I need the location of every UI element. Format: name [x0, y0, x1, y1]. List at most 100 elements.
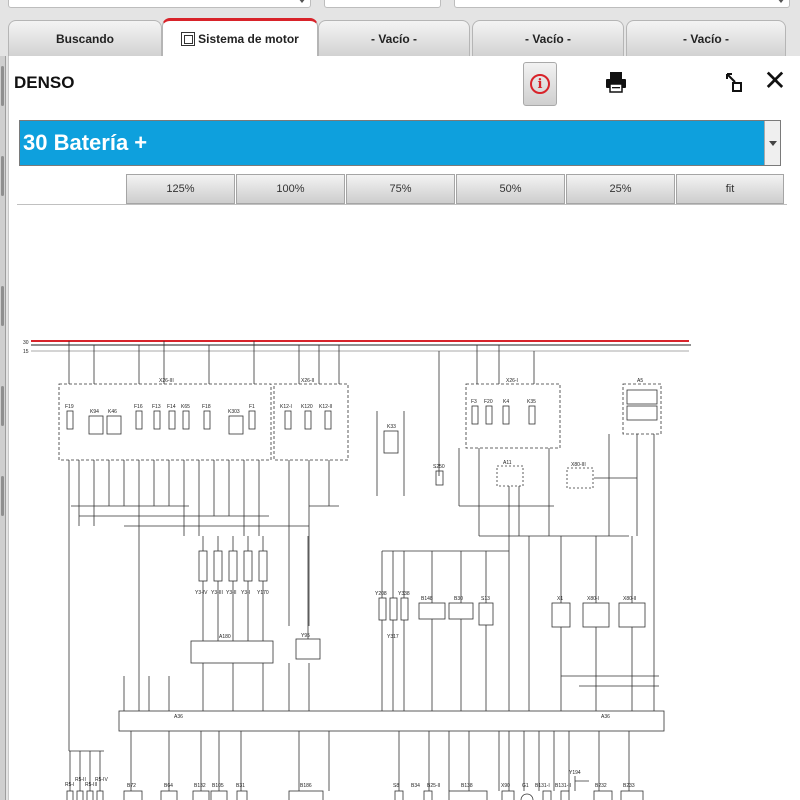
- edge-handle: [1, 476, 4, 516]
- component-label: B148: [421, 596, 433, 602]
- fuse-label: F14: [167, 404, 176, 410]
- zoom-100-button[interactable]: 100%: [236, 174, 345, 204]
- connector-label: X26-II: [301, 378, 314, 384]
- rail-label: 30: [23, 340, 29, 346]
- zoom-fit-button[interactable]: fit: [676, 174, 784, 204]
- tab-vacio-1[interactable]: - Vacío -: [318, 20, 470, 56]
- top-field-right[interactable]: [454, 0, 790, 8]
- connector-label: A180: [219, 634, 231, 640]
- component-label: Y338: [398, 591, 410, 597]
- fuse-label: F3: [471, 399, 477, 405]
- component-label: B25-II: [427, 783, 440, 789]
- fuse-label: F16: [134, 404, 143, 410]
- wiring-diagram[interactable]: 30 15 X26-III X26-II X26-I A5 A11 X80-II…: [9, 206, 800, 800]
- tab-label: - Vacío -: [682, 31, 729, 46]
- component-label: B132: [194, 783, 206, 789]
- tab-label: Sistema de motor: [198, 31, 299, 46]
- connector-label: X80-I: [587, 596, 599, 602]
- connector-label: A36: [174, 714, 183, 720]
- close-button[interactable]: ✕: [763, 67, 787, 95]
- fuse-label: F1: [249, 404, 255, 410]
- fuse-label: F18: [202, 404, 211, 410]
- fuse-label: K33: [387, 424, 396, 430]
- zoom-75-button[interactable]: 75%: [346, 174, 455, 204]
- component-label: G1: [522, 783, 529, 789]
- fuse-label: K65: [181, 404, 190, 410]
- component-label: R5-III: [85, 782, 97, 788]
- fuse-label: K4: [503, 399, 509, 405]
- rail-label: 15: [23, 349, 29, 355]
- main-panel: DENSO i ✕ 30 Batería +: [8, 56, 800, 800]
- component-label: B138: [461, 783, 473, 789]
- component-label: B31: [236, 783, 245, 789]
- restore-icon: [726, 73, 742, 92]
- component-label: S250: [433, 464, 445, 470]
- close-icon: ✕: [763, 65, 787, 96]
- edge-handle: [1, 156, 4, 196]
- component-label: S8: [393, 783, 399, 789]
- fuse-label: K94: [90, 409, 99, 415]
- edge-handle: [1, 386, 4, 426]
- tab-label: - Vacío -: [524, 31, 571, 46]
- circuit-selector[interactable]: 30 Batería +: [19, 120, 781, 166]
- info-icon: i: [530, 74, 550, 94]
- component-label: B232: [595, 783, 607, 789]
- tab-buscando[interactable]: Buscando: [8, 20, 162, 56]
- tab-vacio-2[interactable]: - Vacío -: [472, 20, 624, 56]
- zoom-25-button[interactable]: 25%: [566, 174, 675, 204]
- component-label: B64: [164, 783, 173, 789]
- connector-label: X26-III: [159, 378, 174, 384]
- info-button[interactable]: i: [523, 62, 557, 106]
- fuse-label: K35: [527, 399, 536, 405]
- component-label: R5-IV: [95, 777, 108, 783]
- top-field-left[interactable]: [8, 0, 311, 8]
- component-label: Y3-III: [211, 590, 223, 596]
- circuit-selector-value: 30 Batería +: [23, 130, 148, 155]
- component-label: B34: [411, 783, 420, 789]
- tab-sistema-de-motor[interactable]: Sistema de motor: [162, 18, 318, 56]
- print-button[interactable]: [603, 70, 629, 94]
- edge-handle: [1, 286, 4, 326]
- tab-vacio-3[interactable]: - Vacío -: [626, 20, 786, 56]
- component-label: Y3-I: [241, 590, 250, 596]
- component-label: B131-II: [555, 783, 571, 789]
- component-label: X90: [501, 783, 510, 789]
- component-label: Y208: [375, 591, 387, 597]
- connector-label: Y95: [301, 633, 310, 639]
- component-label: Y3-IV: [195, 590, 208, 596]
- brand-title: DENSO: [14, 73, 75, 92]
- connector-label: A11: [503, 460, 512, 466]
- zoom-125-button[interactable]: 125%: [126, 174, 235, 204]
- printer-icon: [606, 72, 626, 93]
- component-label: B186: [300, 783, 312, 789]
- fuse-label: F19: [65, 404, 74, 410]
- component-label: B233: [623, 783, 635, 789]
- component-label: B105: [212, 783, 224, 789]
- zoom-divider: [17, 204, 787, 205]
- component-label: Y170: [257, 590, 269, 596]
- restore-button[interactable]: [724, 70, 744, 94]
- top-field-middle[interactable]: [324, 0, 441, 8]
- fuse-label: F13: [152, 404, 161, 410]
- chevron-down-icon[interactable]: [764, 121, 780, 165]
- zoom-bar: 125% 100% 75% 50% 25% fit: [126, 174, 784, 204]
- connector-label: X1: [557, 596, 563, 602]
- edge-handle: [1, 66, 4, 106]
- connector-label: X80-II: [623, 596, 636, 602]
- tab-bar: Buscando Sistema de motor - Vacío - - Va…: [0, 18, 800, 56]
- tab-label: Buscando: [55, 31, 114, 46]
- chevron-down-icon: [298, 0, 306, 3]
- schematic-icon: [181, 31, 196, 46]
- component-label: B131-I: [535, 783, 550, 789]
- component-label: Y317: [387, 634, 399, 640]
- connector-label: A5: [637, 378, 643, 384]
- fuse-label: K303: [228, 409, 240, 415]
- connector-label: X80-III: [571, 462, 586, 468]
- component-label: Y3-II: [226, 590, 237, 596]
- component-label: B30: [454, 596, 463, 602]
- tab-label: - Vacío -: [370, 31, 417, 46]
- component-label: Y194: [569, 770, 581, 776]
- fuse-label: K12-I: [280, 404, 292, 410]
- zoom-50-button[interactable]: 50%: [456, 174, 565, 204]
